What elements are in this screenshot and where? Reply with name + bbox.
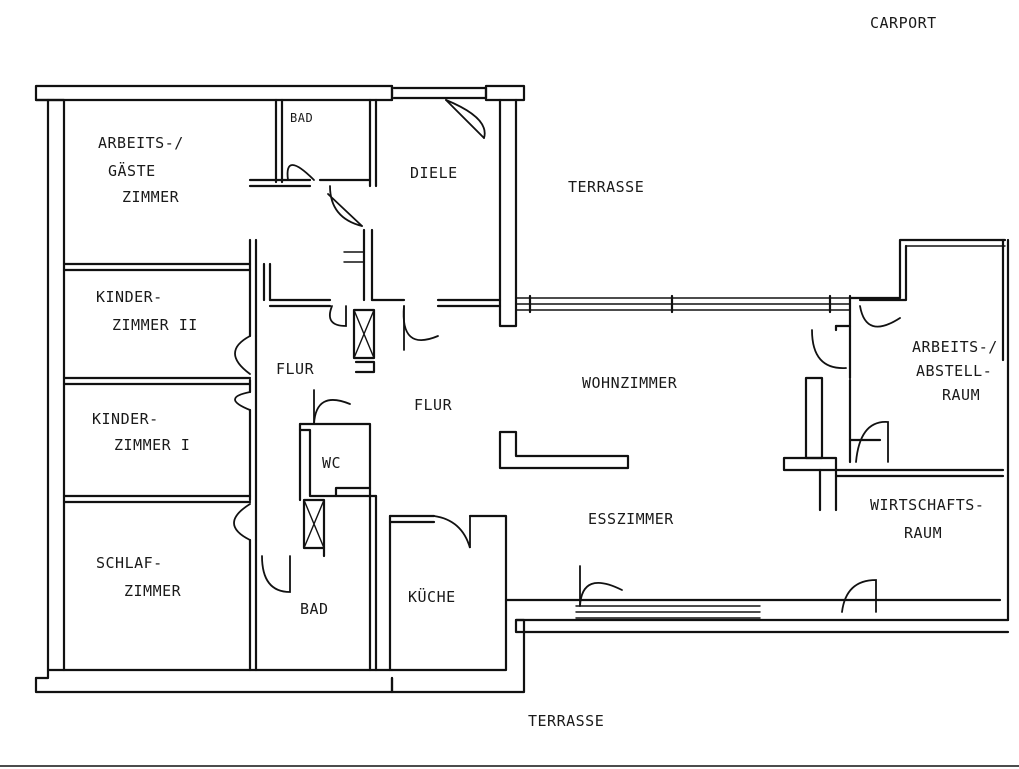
label-esszimmer: ESSZIMMER	[588, 510, 674, 528]
label-arbeits-gaeste-3: ZIMMER	[122, 188, 180, 206]
label-terrasse-north: TERRASSE	[568, 178, 644, 196]
label-wirtschaftsraum-1: WIRTSCHAFTS-	[870, 496, 984, 514]
label-kinderzimmer-1-line1: KINDER-	[92, 410, 159, 428]
label-arbeits-abstell-3: RAUM	[942, 386, 980, 404]
label-kinderzimmer-2-line1: KINDER-	[96, 288, 163, 306]
outer-walls	[34, 84, 1010, 694]
label-wohnzimmer: WOHNZIMMER	[582, 374, 678, 392]
label-arbeits-gaeste-1: ARBEITS-/	[98, 134, 184, 152]
label-schlafzimmer-line1: SCHLAF-	[96, 554, 163, 572]
label-bad-small: BAD	[290, 111, 313, 125]
label-flur-center: FLUR	[414, 396, 453, 414]
label-schlafzimmer-line2: ZIMMER	[124, 582, 182, 600]
label-wc: WC	[322, 454, 341, 472]
label-kueche: KÜCHE	[408, 587, 456, 606]
label-bad-large: BAD	[300, 600, 329, 618]
label-kinderzimmer-1-line2: ZIMMER I	[114, 436, 190, 454]
label-wirtschaftsraum-2: RAUM	[904, 524, 942, 542]
label-flur-left: FLUR	[276, 360, 315, 378]
label-arbeits-abstell-1: ARBEITS-/	[912, 338, 998, 356]
room-labels: CARPORT TERRASSE TERRASSE ARBEITS-/ GÄST…	[92, 14, 998, 730]
label-diele: DIELE	[410, 164, 458, 182]
interior-walls	[62, 98, 1005, 672]
label-arbeits-gaeste-2: GÄSTE	[108, 161, 156, 180]
door-swings	[233, 99, 901, 613]
label-terrasse-south: TERRASSE	[528, 712, 604, 730]
label-carport: CARPORT	[870, 14, 937, 32]
label-kinderzimmer-2-line2: ZIMMER II	[112, 316, 198, 334]
label-arbeits-abstell-2: ABSTELL-	[916, 362, 992, 380]
